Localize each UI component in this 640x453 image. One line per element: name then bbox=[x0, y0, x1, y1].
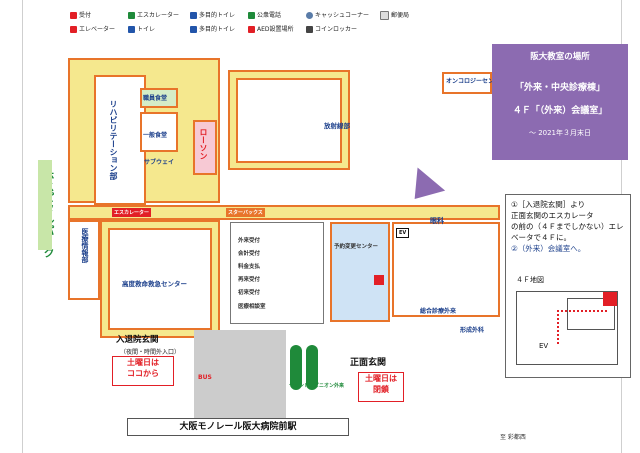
mini-ev: EV bbox=[539, 342, 549, 350]
legend-cash: キャッシュコーナー bbox=[306, 10, 369, 19]
desk-3: 再来受付 bbox=[238, 277, 261, 283]
staff-cafeteria-block bbox=[140, 88, 178, 108]
mini-route bbox=[557, 310, 607, 344]
second-opinion-label: セカンドオピニオン外来 bbox=[289, 383, 345, 389]
subway-label: サブウェイ bbox=[144, 159, 175, 166]
legend-toilet: トイレ bbox=[128, 24, 155, 33]
medical-info-label: 医療情報部 bbox=[81, 228, 89, 263]
instr-map-title: ４Ｆ地図 bbox=[516, 276, 544, 284]
desk-panel bbox=[230, 222, 324, 324]
radiology-room bbox=[236, 78, 342, 163]
legend-aed: AED設置場所 bbox=[248, 24, 294, 33]
info-subtitle: 阪大教室の場所 bbox=[530, 52, 590, 62]
instr-line3: の前の（４Ｆまでしかない）エレベータで４Ｆに。 bbox=[511, 222, 624, 242]
legend-elevator: エレベーター bbox=[70, 24, 115, 33]
saturday-left-box: 土曜日は ココから bbox=[112, 356, 174, 386]
staff-cafeteria-label: 職員食堂 bbox=[143, 95, 168, 102]
park-strip bbox=[38, 160, 52, 250]
legend-multi-toilet: 多目的トイレ bbox=[190, 10, 235, 19]
saturday-left-line1: 土曜日は bbox=[127, 358, 159, 367]
bus-area bbox=[194, 330, 286, 420]
plastic-label: 形成外科 bbox=[460, 327, 485, 334]
cafeteria-label: 一般食堂 bbox=[143, 132, 168, 139]
reception-icon bbox=[70, 12, 77, 19]
legend-escalator: エスカレーター bbox=[128, 10, 179, 19]
bus-label: BUS bbox=[198, 374, 212, 381]
hospital-entry-note: （夜間・時間外入口） bbox=[120, 349, 181, 356]
rehab-room bbox=[94, 75, 146, 205]
footer-label: 至 彩都西 bbox=[500, 434, 526, 441]
ev-small-tag: EV bbox=[396, 228, 410, 238]
emergency-label: 高度救命救急センター bbox=[122, 280, 187, 288]
center-lobby bbox=[330, 222, 390, 322]
desk-0: 外来受付 bbox=[238, 238, 261, 244]
saturday-left-line2: ココから bbox=[127, 369, 159, 378]
wheelchair-icon bbox=[190, 12, 197, 19]
legend: 受付 エスカレーター 多目的トイレ 公衆電話 キャッシュコーナー 郵便局 エレベ… bbox=[70, 6, 430, 52]
ophthalmology-label: 眼科 bbox=[430, 217, 444, 225]
saturday-right-line2: 閉鎖 bbox=[373, 385, 389, 394]
legend-multi-toilet2: 多目的トイレ bbox=[190, 24, 235, 33]
legend-locker: コインロッカー bbox=[306, 24, 357, 33]
desk-4: 初来受付 bbox=[238, 290, 261, 296]
green-pill-2 bbox=[306, 345, 318, 390]
elevator-icon bbox=[70, 26, 77, 33]
instr-line4: ②（外来）会議室へ。 bbox=[511, 244, 586, 253]
info-location2: ４Ｆ「（外来）会議室」 bbox=[512, 106, 608, 116]
info-date: ～ 2021年３月末日 bbox=[528, 129, 592, 137]
saturday-right-box: 土曜日は 閉鎖 bbox=[358, 372, 404, 402]
red-marker bbox=[374, 275, 384, 285]
station-label: 大阪モノレール阪大病院前駅 bbox=[127, 418, 349, 436]
corridor-band bbox=[68, 205, 500, 220]
mail-icon bbox=[380, 11, 389, 20]
reception-center-label: 予約変更センター bbox=[334, 244, 379, 250]
lawson-block bbox=[193, 120, 217, 175]
desk-2: 料金支払 bbox=[238, 264, 261, 270]
oncology-block bbox=[442, 72, 492, 94]
toilet-icon bbox=[128, 26, 135, 33]
radiology-label: 放射線部 bbox=[324, 122, 350, 130]
escalator-hall-tag: エスカレーター bbox=[112, 208, 152, 217]
green-pill-1 bbox=[290, 345, 302, 390]
cafeteria-block bbox=[140, 112, 178, 152]
location-info-box: 阪大教室の場所 「外来・中央診療棟」 ４Ｆ「（外来）会議室」 ～ 2021年３月… bbox=[492, 44, 628, 160]
multi-toilet-icon bbox=[190, 26, 197, 33]
instructions-box: ①［入退院玄関］より 正面玄関のエスカレータ の前の（４Ｆまでしかない）エレベー… bbox=[505, 194, 631, 378]
oncology-label: オンコロジーセンター bbox=[446, 78, 507, 85]
cash-icon bbox=[306, 12, 313, 19]
aed-icon bbox=[248, 26, 255, 33]
legend-post: 郵便局 bbox=[380, 10, 409, 20]
hospital-entry-label: 入退院玄関 bbox=[116, 335, 159, 345]
phone-icon bbox=[248, 12, 255, 19]
escalator-icon bbox=[128, 12, 135, 19]
emergency-room bbox=[108, 228, 212, 330]
desk-5: 医療相談室 bbox=[238, 304, 266, 310]
comprehensive-label: 総合診療外来 bbox=[420, 308, 457, 315]
rehab-label: リハビリテーション部 bbox=[109, 100, 118, 180]
saturday-right-line1: 土曜日は bbox=[365, 374, 397, 383]
locker-icon bbox=[306, 26, 313, 33]
legend-reception: 受付 bbox=[70, 10, 91, 19]
medical-info-block bbox=[68, 220, 100, 300]
info-location1: 「外来・中央診療棟」 bbox=[514, 83, 605, 93]
desk-1: 会計受付 bbox=[238, 251, 261, 257]
instr-line2: 正面玄関のエスカレータ bbox=[511, 211, 594, 220]
starbucks-tag: スターバックス bbox=[226, 208, 265, 217]
mini-target bbox=[603, 292, 617, 306]
main-entrance-label: 正面玄関 bbox=[350, 358, 387, 368]
instr-line1: ①［入退院玄関］より bbox=[511, 200, 586, 209]
right-lobby bbox=[392, 222, 500, 317]
mini-room bbox=[567, 298, 615, 330]
legend-phone: 公衆電話 bbox=[248, 10, 281, 19]
mini-map: EV bbox=[516, 291, 618, 365]
lawson-label: ローソン bbox=[199, 128, 208, 160]
